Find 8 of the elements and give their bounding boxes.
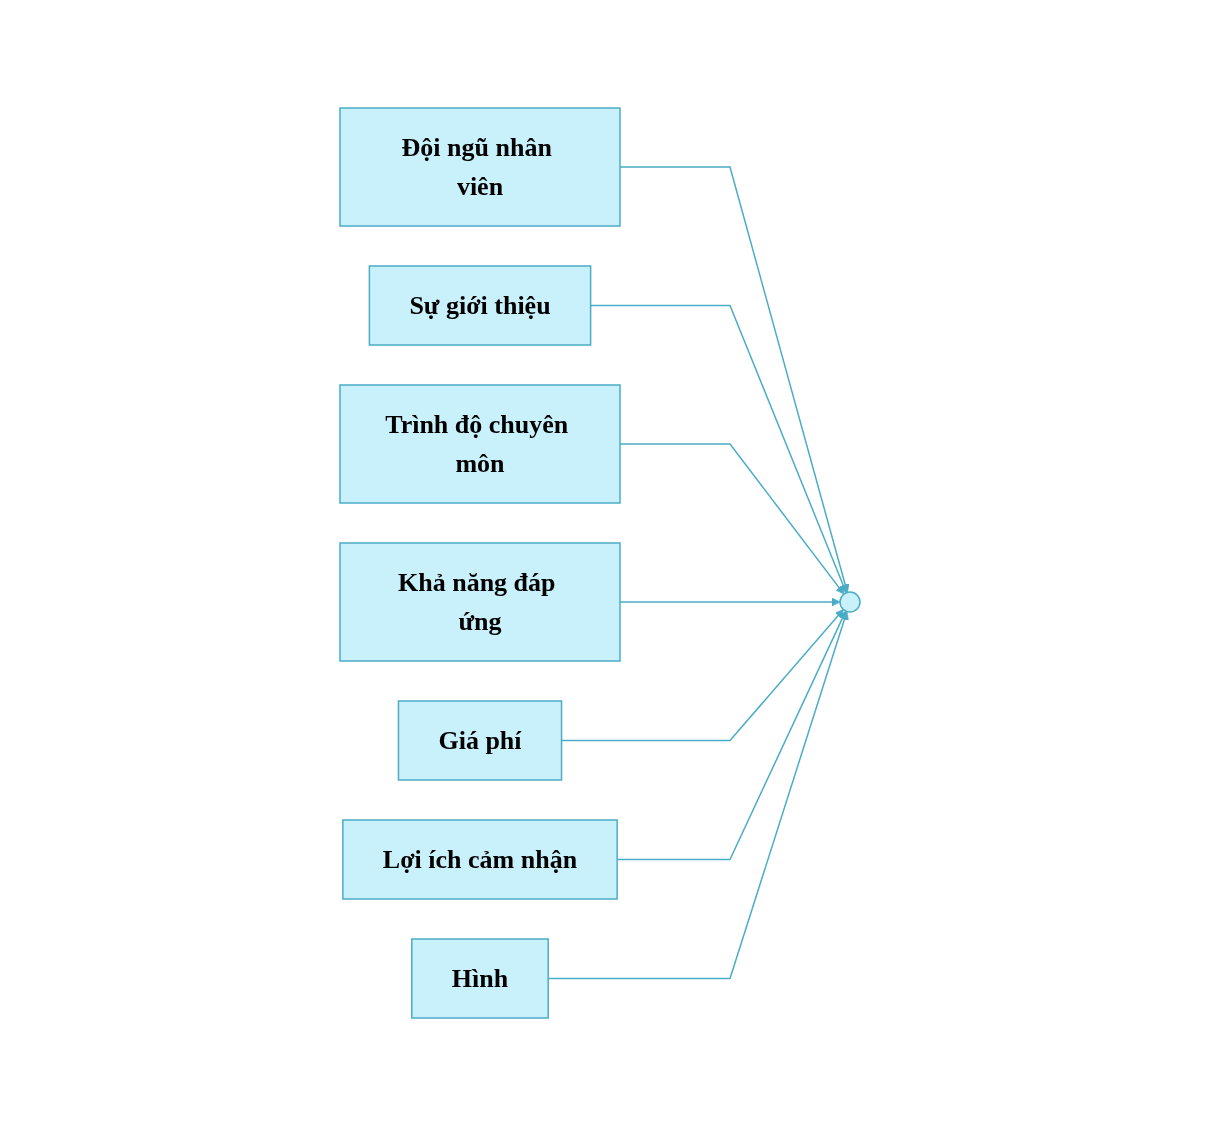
- node-box: Khả năng đáp ứng: [339, 541, 621, 662]
- node-box: Hình: [411, 937, 549, 1019]
- node-circle: [839, 590, 861, 613]
- node-box: Đội ngũ nhân viên: [339, 106, 621, 227]
- node-box: Trình độ chuyên môn: [339, 383, 621, 504]
- node-box: Giá phí: [397, 699, 563, 781]
- node-box: Sự giới thiệu: [368, 264, 592, 346]
- node-box: Lợi ích cảm nhận: [342, 818, 618, 900]
